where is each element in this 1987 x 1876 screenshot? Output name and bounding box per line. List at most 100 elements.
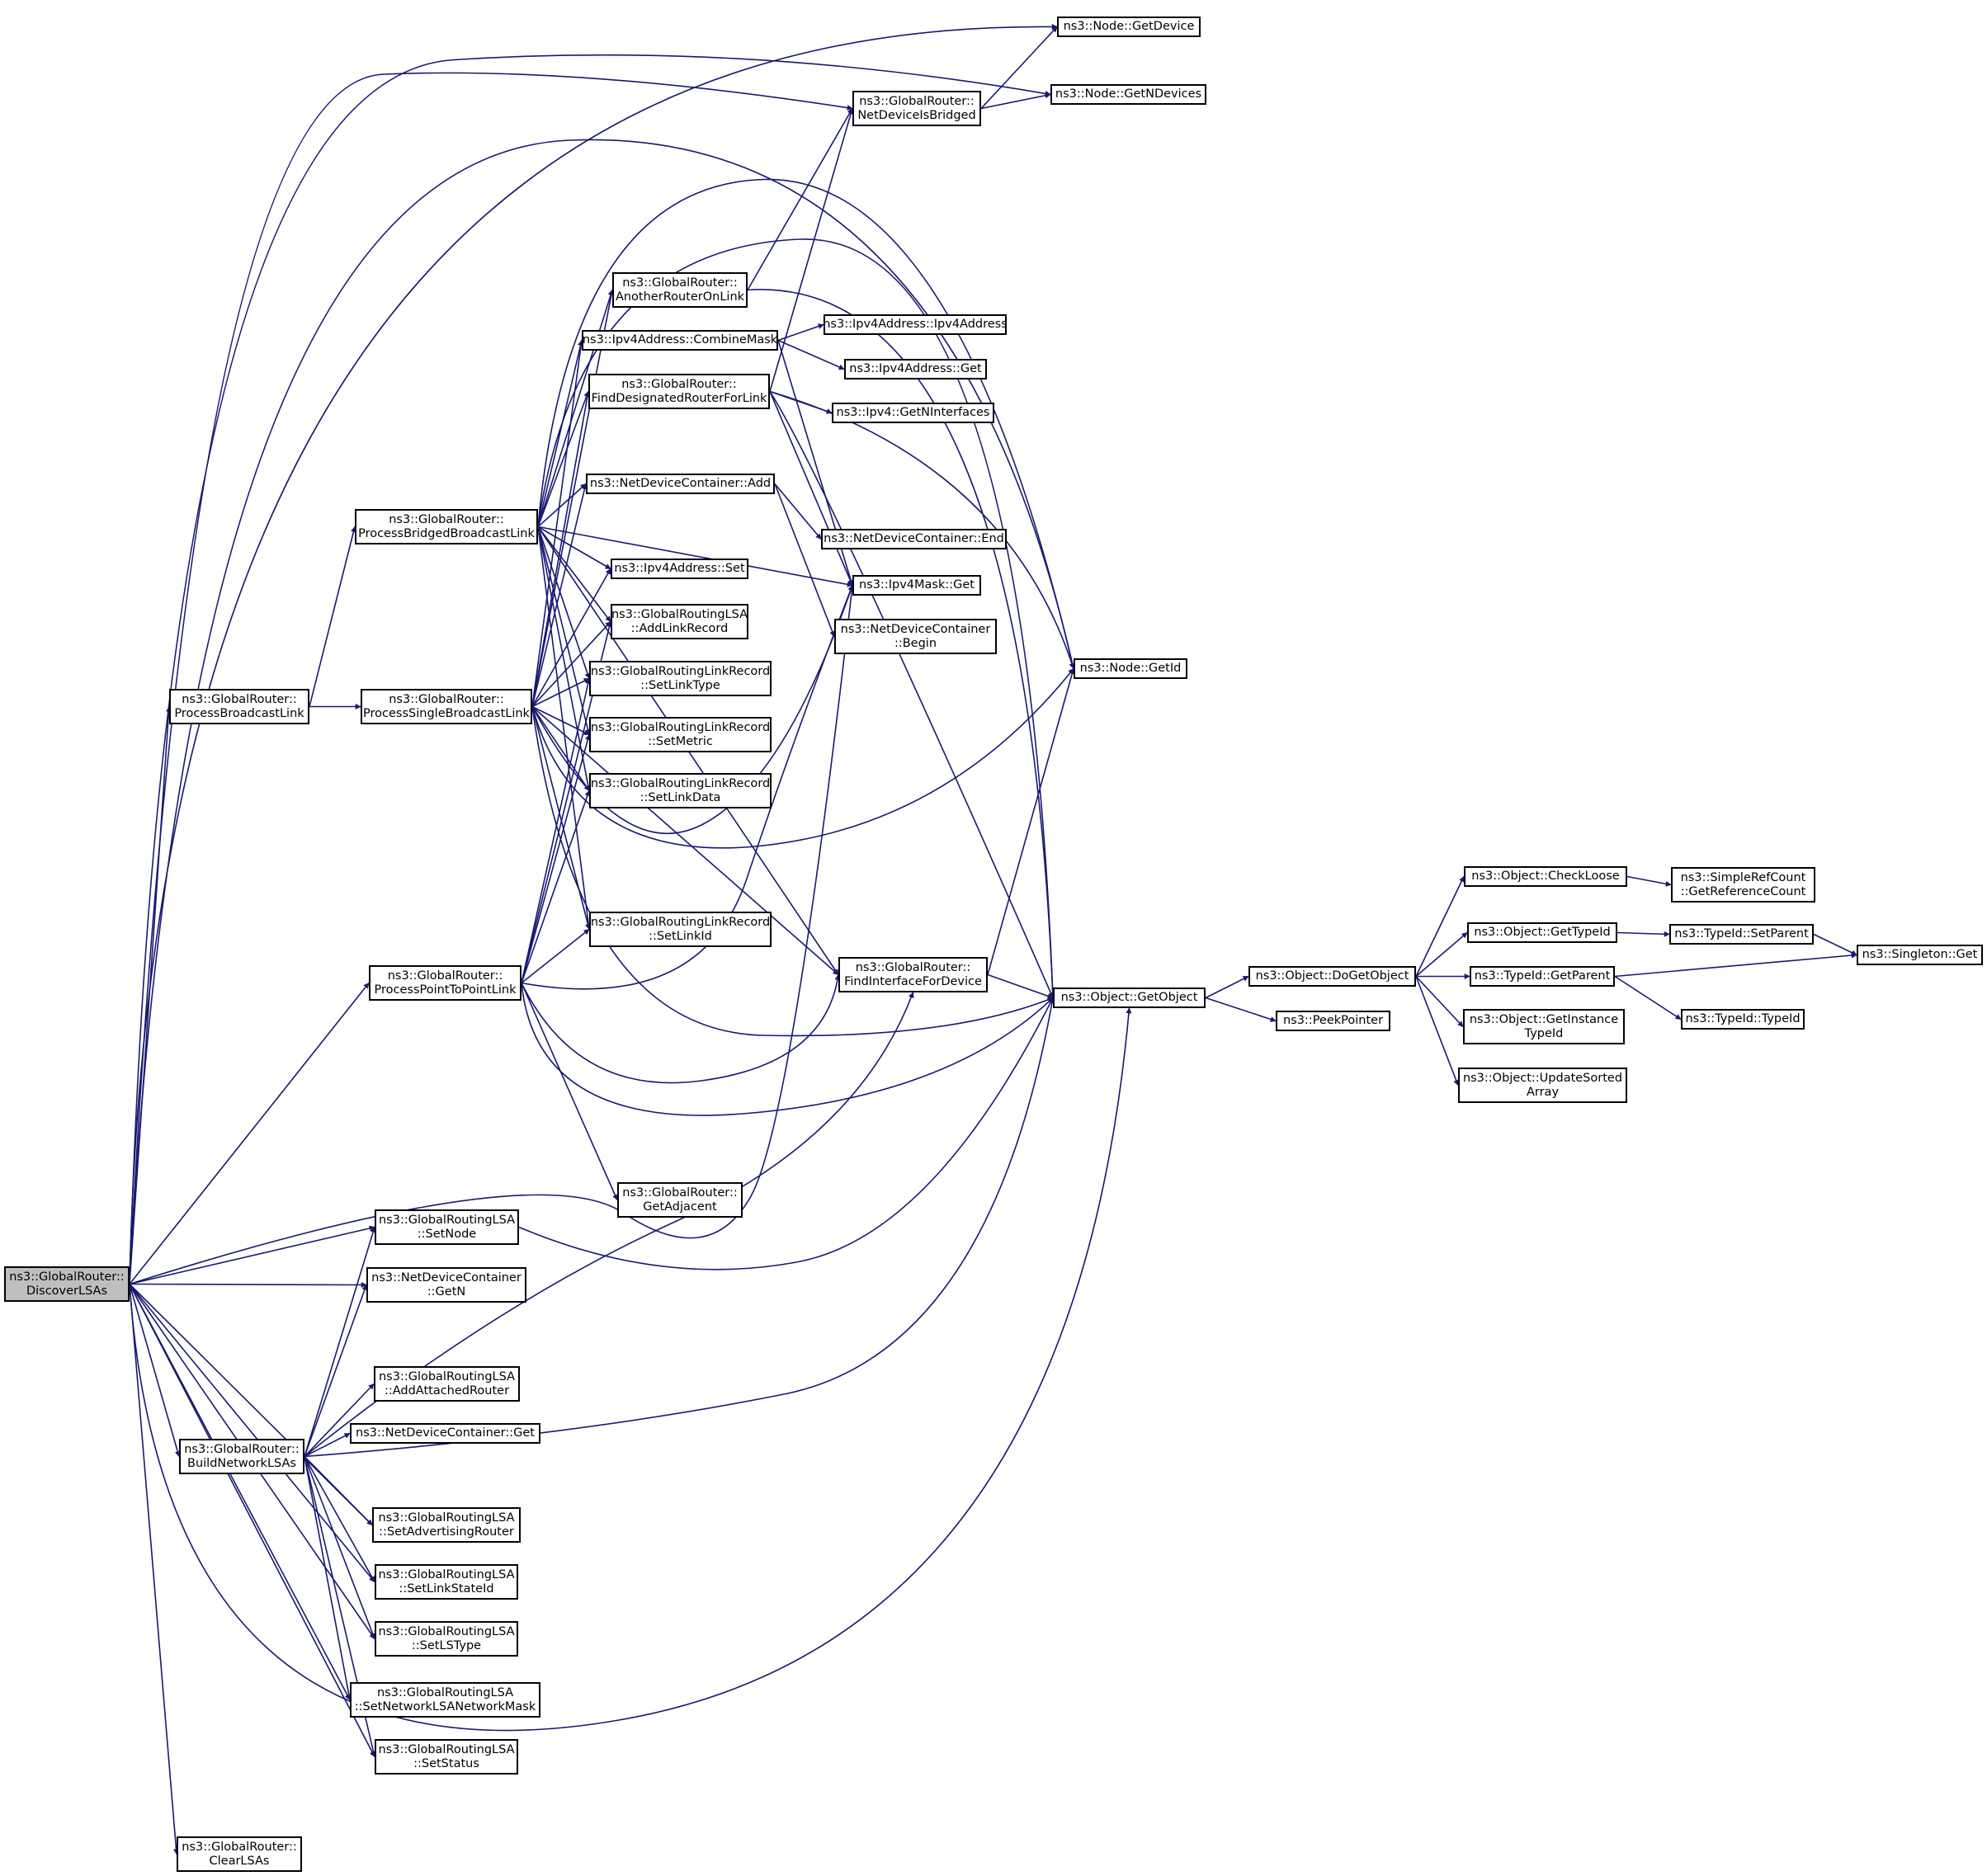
node-processpointtopoint[interactable]: ns3::GlobalRouter::ProcessPointToPointLi… [369,965,522,1001]
node-setlstype[interactable]: ns3::GlobalRoutingLSA::SetLSType [375,1621,518,1657]
node-label: ns3::Ipv4Address::Ipv4Address [823,318,1008,331]
node-label: ::SetLSType [411,1638,482,1652]
call-edge [531,568,611,707]
node-getreferencecount[interactable]: ns3::SimpleRefCount::GetReferenceCount [1671,867,1815,903]
call-edge [537,289,614,527]
node-getadjacent[interactable]: ns3::GlobalRouter::GetAdjacent [617,1182,743,1218]
node-ndc-getn[interactable]: ns3::NetDeviceContainer::GetN [366,1267,526,1303]
node-node-getndevices[interactable]: ns3::Node::GetNDevices [1050,84,1206,105]
node-label: ns3::Object::GetTypeId [1474,926,1611,939]
call-edge [1626,875,1672,887]
call-edge [1415,976,1459,1086]
call-edge [521,677,592,983]
node-ndc-begin[interactable]: ns3::NetDeviceContainer::Begin [834,619,997,654]
node-buildnetworklsas[interactable]: ns3::GlobalRouter::BuildNetworkLSAs [179,1439,304,1474]
call-edge [531,705,839,976]
node-ipv4-getninterfaces[interactable]: ns3::Ipv4::GetNInterfaces [832,403,994,423]
node-label: ::SetLinkStateId [399,1581,494,1596]
node-ipv4addr-ctor[interactable]: ns3::Ipv4Address::Ipv4Address [823,314,1008,335]
call-edge [129,1284,179,1855]
node-anotherrouteronlink[interactable]: ns3::GlobalRouter::AnotherRouterOnLink [612,272,748,308]
node-label: ::SetLinkData [640,790,721,804]
node-label: ns3::Ipv4::GetNInterfaces [836,406,990,419]
call-edge [129,982,370,1284]
call-edge [129,23,1058,1284]
node-setlinktype[interactable]: ns3::GlobalRoutingLinkRecord::SetLinkTyp… [589,661,772,696]
node-clearlsas[interactable]: ns3::GlobalRouter::ClearLSAs [177,1836,302,1872]
call-edge [1205,997,1277,1022]
call-edge [774,483,835,638]
node-finddesignatedrouter[interactable]: ns3::GlobalRouter::FindDesignatedRouterF… [588,374,770,409]
call-edge [129,1225,375,1285]
node-label: ::SetAdvertisingRouter [379,1525,514,1539]
node-object-gettypeid[interactable]: ns3::Object::GetTypeId [1467,922,1617,943]
node-label: ns3::Ipv4Mask::Get [859,578,975,592]
node-addlinkrecord[interactable]: ns3::GlobalRoutingLSA::AddLinkRecord [611,604,748,639]
call-edge [129,1284,351,1701]
call-edge [980,92,1051,110]
node-label: ns3::GlobalRouter:: [622,1185,738,1200]
node-node-getid[interactable]: ns3::Node::GetId [1074,658,1187,679]
node-label: ns3::NetDeviceContainer::End [824,532,1004,545]
call-edge [531,289,615,707]
node-setnetworklsanetworkmask[interactable]: ns3::GlobalRoutingLSA::SetNetworkLSANetw… [350,1682,540,1718]
node-processbridgedbroadcast[interactable]: ns3::GlobalRouter::ProcessBridgedBroadca… [355,509,538,544]
node-setlinkid[interactable]: ns3::GlobalRoutingLinkRecord::SetLinkId [589,912,772,947]
node-checkloose[interactable]: ns3::Object::CheckLoose [1464,866,1627,887]
node-peekpointer[interactable]: ns3::PeekPointer [1276,1011,1390,1031]
node-label: ns3::PeekPointer [1282,1014,1384,1027]
node-ipv4addr-combinemask[interactable]: ns3::Ipv4Address::CombineMask [582,330,778,351]
node-label: ns3::GlobalRoutingLSA [611,607,748,621]
call-edge [1614,952,1857,978]
node-ipv4addr-set[interactable]: ns3::Ipv4Address::Set [611,559,748,579]
node-netdeviceisbridged[interactable]: ns3::GlobalRouter::NetDeviceIsBridged [852,91,981,126]
node-setlinkstateid[interactable]: ns3::GlobalRoutingLSA::SetLinkStateId [375,1564,518,1600]
call-edge [129,1281,367,1288]
node-setnode[interactable]: ns3::GlobalRoutingLSA::SetNode [375,1209,519,1245]
node-singleton-get[interactable]: ns3::Singleton::Get [1857,945,1983,965]
node-label: AnotherRouterOnLink [615,290,745,304]
node-setadvertisingrouter[interactable]: ns3::GlobalRoutingLSA::SetAdvertisingRou… [372,1507,521,1543]
node-processbroadcast[interactable]: ns3::GlobalRouter::ProcessBroadcastLink [169,689,309,724]
node-ndc-add[interactable]: ns3::NetDeviceContainer::Add [586,474,775,494]
node-setlinkdata[interactable]: ns3::GlobalRoutingLinkRecord::SetLinkDat… [589,773,772,808]
call-edge [309,526,356,707]
node-ipv4addr-get[interactable]: ns3::Ipv4Address::Get [844,359,987,379]
node-setstatus[interactable]: ns3::GlobalRoutingLSA::SetStatus [375,1739,518,1775]
call-edge [531,706,1054,1037]
node-label: BuildNetworkLSAs [187,1456,296,1470]
call-edge [304,1455,373,1526]
call-edge [521,733,591,983]
node-node-getdevice[interactable]: ns3::Node::GetDevice [1057,16,1201,37]
node-typeid-getparent[interactable]: ns3::TypeId::GetParent [1470,966,1615,987]
node-discoverlsas[interactable]: ns3::GlobalRouter::DiscoverLSAs [4,1266,130,1302]
node-label: ns3::GlobalRoutingLSA [378,1567,515,1581]
node-ndc-get[interactable]: ns3::NetDeviceContainer::Get [350,1423,540,1444]
node-findinterfacefordevice[interactable]: ns3::GlobalRouter::FindInterfaceForDevic… [838,957,988,992]
node-ndc-end[interactable]: ns3::NetDeviceContainer::End [821,529,1007,549]
call-edge [518,997,1054,1270]
call-edge [304,1456,376,1640]
node-label: ns3::GlobalRoutingLinkRecord [590,776,771,790]
node-label: ns3::GlobalRoutingLinkRecord [590,915,771,929]
call-edge [531,620,611,708]
node-addattachedrouter[interactable]: ns3::GlobalRoutingLSA::AddAttachedRouter [374,1366,520,1402]
node-typeid-typeid[interactable]: ns3::TypeId::TypeId [1681,1009,1805,1030]
node-processsinglebroadcast[interactable]: ns3::GlobalRouter::ProcessSingleBroadcas… [361,689,532,724]
node-object-dogetobject[interactable]: ns3::Object::DoGetObject [1248,966,1416,987]
call-edge [304,1456,352,1701]
node-setmetric[interactable]: ns3::GlobalRoutingLinkRecord::SetMetric [589,717,772,752]
call-edge [129,1284,181,1458]
node-object-getobject[interactable]: ns3::Object::GetObject [1053,987,1206,1008]
call-edge [304,1456,375,1583]
node-label: ::SetLinkType [640,678,720,692]
call-edge [521,983,618,1201]
node-label: ::SetLinkId [649,929,712,943]
node-label: ns3::GlobalRoutingLSA [378,1369,516,1383]
node-label: ns3::GlobalRouter:: [182,1840,297,1854]
node-label: ns3::Ipv4Address::Set [614,562,745,575]
node-typeid-setparent[interactable]: ns3::TypeId::SetParent [1669,924,1814,945]
node-ipv4mask-get[interactable]: ns3::Ipv4Mask::Get [852,575,981,596]
